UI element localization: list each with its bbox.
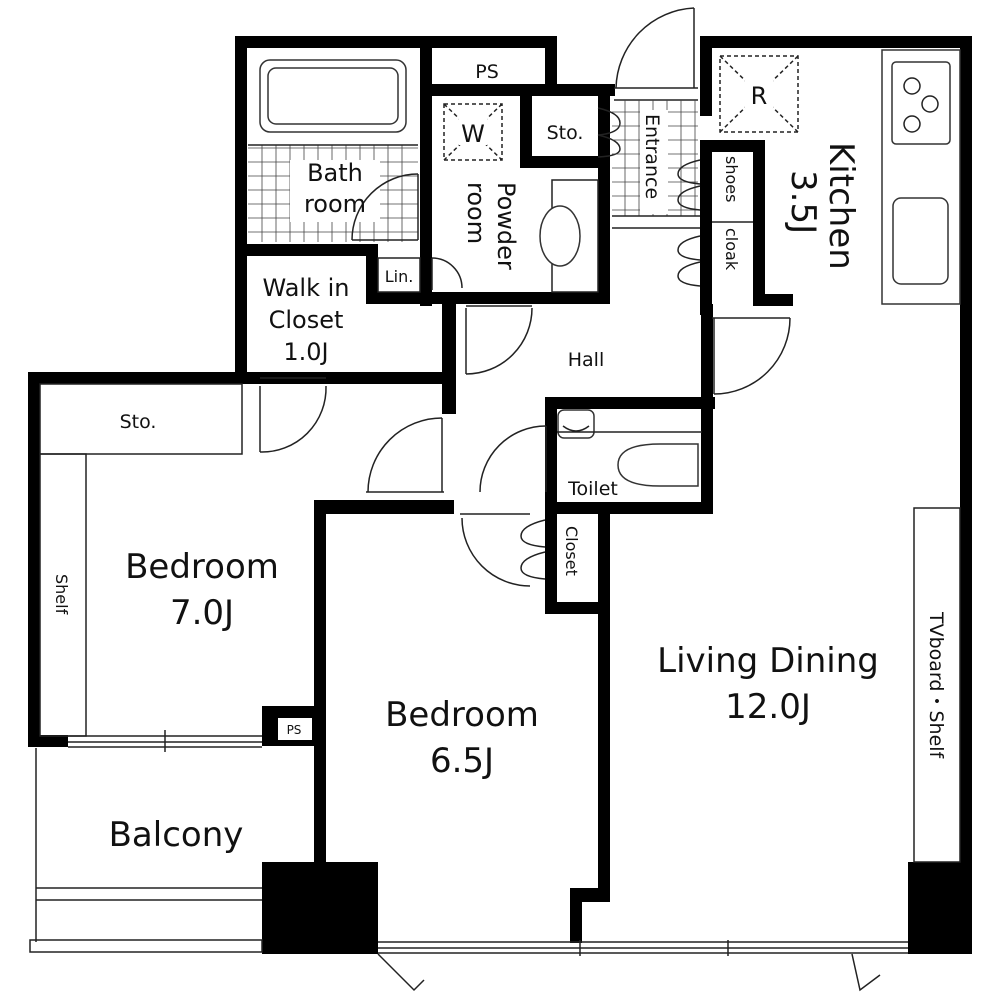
- kitchen-size-label: 3.5J: [783, 170, 823, 234]
- tvboard-label: TVboard・Shelf: [925, 611, 947, 760]
- cloak-label: cloak: [722, 228, 741, 271]
- ps-top-label: PS: [475, 61, 499, 83]
- living-dining: TVboard・Shelf Living Dining 12.0J: [657, 507, 961, 863]
- storage-bed-label: Sto.: [120, 411, 157, 433]
- toilet-label: Toilet: [567, 478, 618, 500]
- ps-small-label: PS: [287, 723, 302, 737]
- powder-room: Powder room Lin.: [377, 179, 599, 293]
- bath-label-2: room: [304, 190, 366, 218]
- fridge-label: R: [751, 82, 768, 110]
- kitchen-label: Kitchen: [821, 142, 861, 270]
- toilet: Toilet: [479, 409, 702, 500]
- hall-label: Hall: [568, 349, 605, 371]
- closet: Closet: [460, 513, 581, 587]
- entrance-label: Entrance: [641, 114, 663, 199]
- bedroom2-label: Bedroom: [385, 695, 539, 735]
- walkin-label-2: Closet: [269, 306, 344, 334]
- hall: Hall: [259, 305, 791, 493]
- utility-area: PS W Sto.: [443, 61, 621, 161]
- kitchen: R Kitchen 3.5J: [719, 49, 961, 305]
- bedroom-1: Sto. Shelf Bedroom 7.0J PS: [39, 383, 302, 752]
- living-size-label: 12.0J: [725, 687, 811, 727]
- living-label: Living Dining: [657, 641, 879, 681]
- bedroom1-label: Bedroom: [125, 547, 279, 587]
- closet-label: Closet: [562, 526, 581, 576]
- walls: [28, 36, 972, 954]
- bath-label-1: Bath: [307, 159, 363, 187]
- linen-label: Lin.: [385, 267, 414, 286]
- storage-entry-label: Sto.: [547, 122, 584, 144]
- bedroom-2: Bedroom 6.5J: [385, 695, 539, 781]
- balcony: Balcony: [29, 748, 908, 992]
- bath-room: Bath room: [248, 59, 419, 242]
- shelf-label: Shelf: [52, 574, 71, 615]
- shoes-label: shoes: [722, 156, 741, 202]
- washer-label: W: [461, 120, 485, 148]
- powder-label-1: Powder: [492, 182, 520, 270]
- powder-label-2: room: [462, 182, 490, 244]
- walkin-label-1: Walk in: [263, 274, 350, 302]
- bedroom1-size-label: 7.0J: [170, 593, 234, 633]
- walkin-size-label: 1.0J: [283, 338, 328, 366]
- bedroom2-size-label: 6.5J: [430, 741, 494, 781]
- balcony-label: Balcony: [109, 815, 244, 855]
- walk-in-closet: Walk in Closet 1.0J: [263, 274, 350, 366]
- entrance: Entrance shoes cloak: [612, 7, 753, 287]
